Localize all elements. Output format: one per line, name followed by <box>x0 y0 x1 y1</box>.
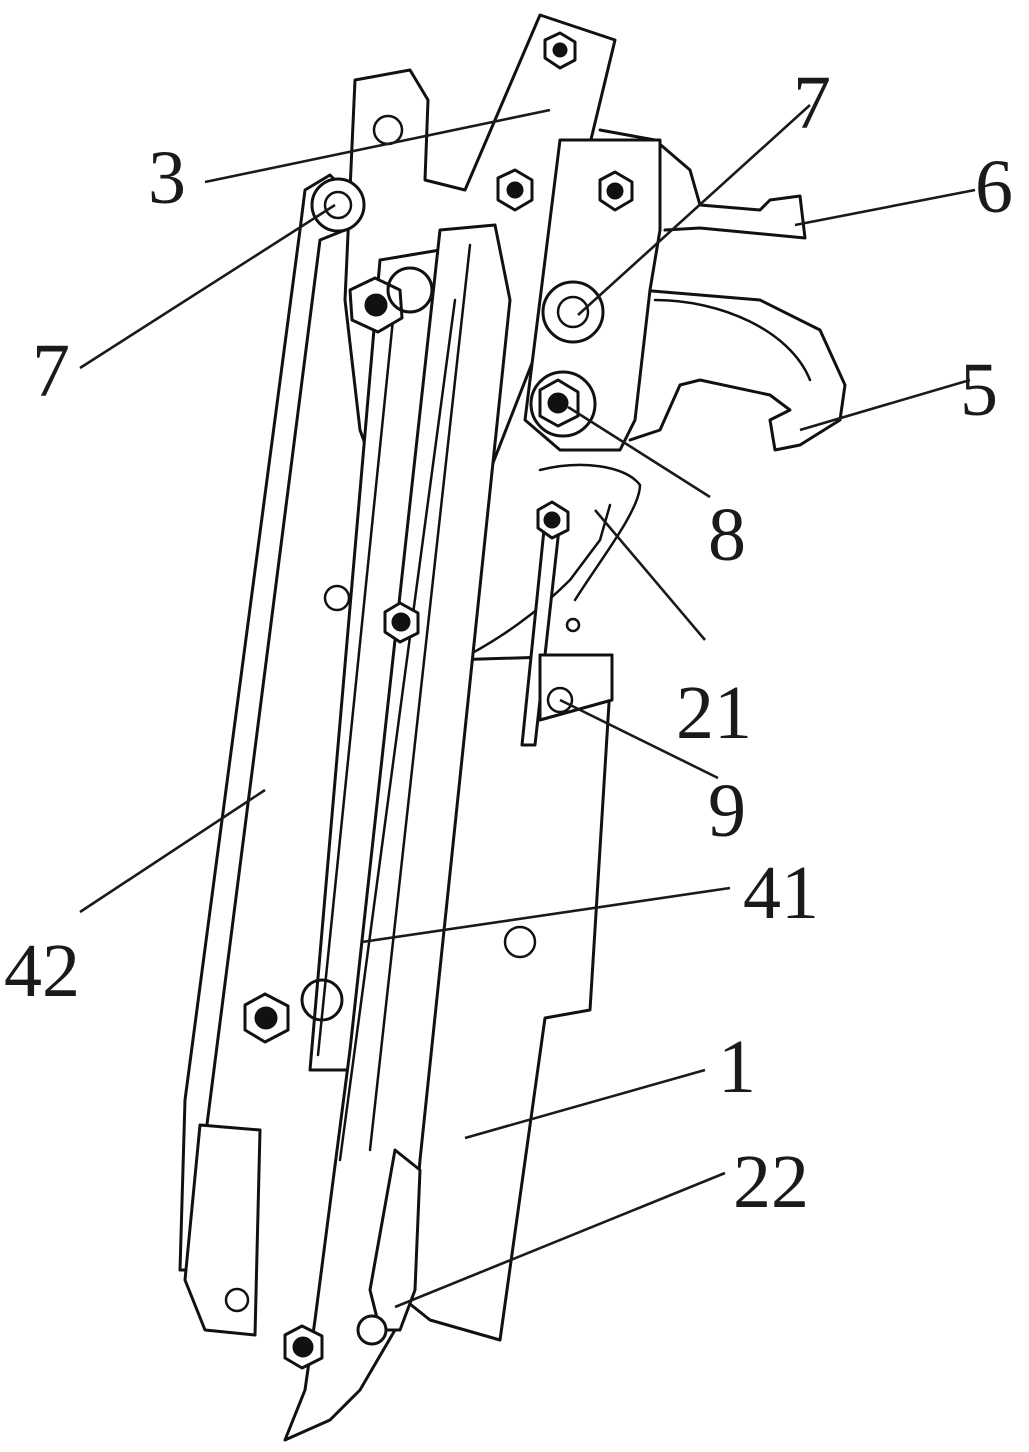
top-plate-hole-left <box>325 586 349 610</box>
side-bar-42-hole <box>226 1289 248 1311</box>
callout-1: 1 <box>718 1025 756 1109</box>
callout-8: 8 <box>708 493 746 577</box>
callout-9: 9 <box>708 769 746 853</box>
leader-6 <box>795 190 975 225</box>
callout-41: 41 <box>743 851 819 935</box>
side-bar-42 <box>180 175 355 1270</box>
pin-7-right-inner <box>558 297 588 327</box>
nut-top-center <box>498 170 532 210</box>
callout-5: 5 <box>960 348 998 432</box>
base-plate-hole <box>505 927 535 957</box>
callout-42: 42 <box>4 929 80 1013</box>
callout-6: 6 <box>975 145 1013 229</box>
nut-right-plate <box>600 172 632 210</box>
pin-7-left-inner <box>325 192 351 218</box>
callout-7-left: 7 <box>32 329 70 413</box>
nut-mid-left <box>385 603 418 642</box>
nut-bottom-right <box>358 1316 386 1344</box>
nut-pin-8 <box>540 380 578 426</box>
nut-bottom <box>285 1326 322 1368</box>
base-plate-small-hole <box>567 619 579 631</box>
side-bar-42-lower <box>185 1125 260 1335</box>
callout-21: 21 <box>676 671 752 755</box>
callout-3: 3 <box>148 136 186 220</box>
callout-7-right: 7 <box>793 61 831 145</box>
nut-top-upper <box>545 33 575 68</box>
nut-rod-21 <box>538 502 568 538</box>
callout-22: 22 <box>733 1140 809 1224</box>
top-plate-hole-upper <box>374 116 402 144</box>
leader-21 <box>595 510 705 640</box>
